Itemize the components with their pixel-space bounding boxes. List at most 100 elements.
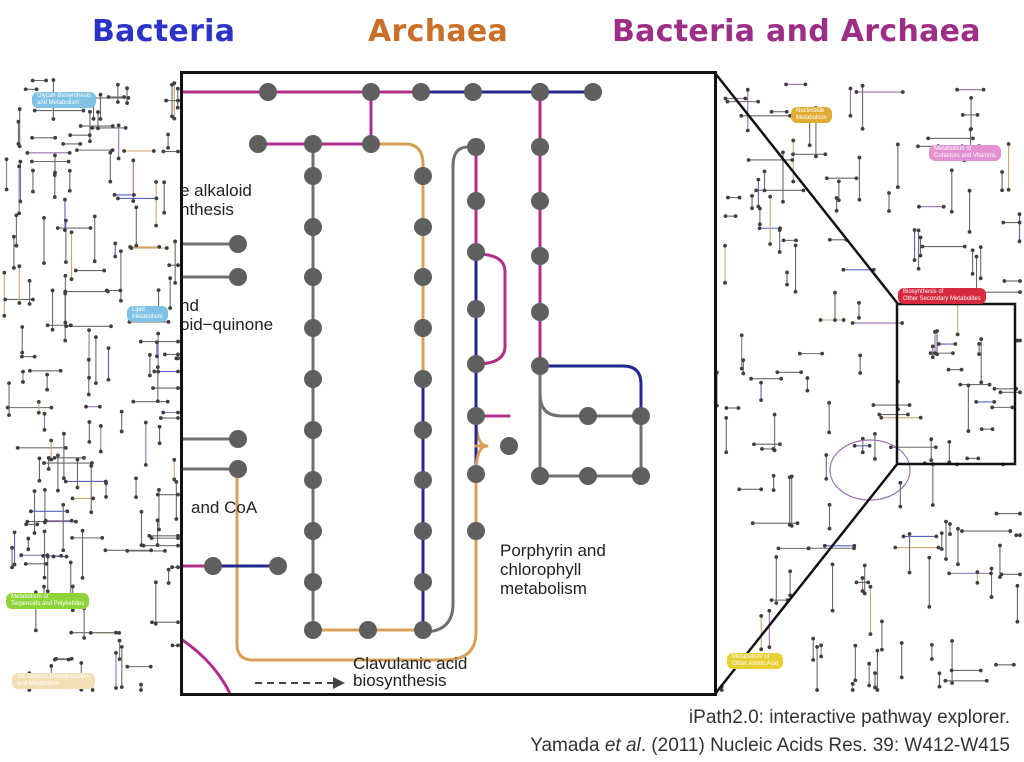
map-node [155, 492, 160, 497]
map-node [70, 608, 75, 613]
map-node [20, 325, 25, 329]
map-node [176, 339, 180, 344]
map-node [134, 243, 139, 248]
pathway-node [467, 138, 485, 156]
map-node [933, 351, 937, 356]
map-node [49, 664, 54, 668]
map-node [172, 457, 177, 462]
map-node [35, 522, 40, 527]
map-node [750, 521, 755, 526]
map-node [750, 193, 754, 198]
map-node [63, 273, 68, 278]
map-node [947, 571, 952, 576]
map-node [898, 480, 903, 485]
map-node [70, 584, 75, 589]
map-node [930, 344, 935, 349]
map-node [854, 90, 859, 94]
map-node [756, 177, 761, 182]
map-node [762, 188, 767, 193]
map-node [1002, 279, 1007, 283]
map-node [719, 688, 724, 692]
map-node [759, 398, 763, 403]
map-node [807, 143, 812, 148]
map-node [759, 614, 764, 618]
legend-archaea: Archaea [368, 14, 509, 49]
map-node [56, 453, 60, 458]
map-node [737, 487, 742, 492]
map-node [21, 380, 25, 384]
pathway-node [414, 621, 432, 639]
map-node [69, 630, 74, 635]
map-node [857, 155, 862, 160]
map-node [791, 138, 796, 143]
pathway-node [531, 83, 549, 101]
map-node [109, 324, 113, 329]
map-node [103, 479, 108, 484]
map-node [106, 95, 111, 99]
map-node [990, 427, 995, 432]
legend-bacteria: Bacteria [92, 14, 236, 49]
map-node [820, 351, 825, 356]
map-node [987, 382, 992, 387]
map-node [857, 197, 862, 202]
map-node [774, 555, 779, 559]
map-node [138, 339, 143, 344]
map-node [125, 101, 129, 105]
map-node [819, 654, 824, 659]
map-node [80, 576, 85, 580]
edge-gray-loop [421, 145, 480, 634]
map-node [833, 318, 837, 323]
map-node [736, 406, 741, 410]
map-node [868, 632, 873, 637]
map-node [162, 352, 167, 357]
map-node [96, 126, 100, 131]
map-node [815, 688, 819, 692]
map-node [87, 375, 91, 380]
map-node [830, 608, 835, 613]
map-node [984, 678, 989, 683]
pathway-node [229, 430, 247, 448]
map-node [858, 371, 863, 375]
map-node [949, 209, 954, 214]
map-node [862, 591, 867, 596]
pathway-node [414, 167, 432, 185]
pathway-node [467, 465, 485, 483]
pathway-node [304, 573, 322, 591]
map-node [52, 173, 57, 178]
map-node [31, 168, 35, 173]
map-node [174, 517, 179, 521]
map-node [787, 522, 792, 527]
map-node [156, 369, 161, 374]
pathway-node [304, 370, 322, 388]
map-node [862, 563, 867, 568]
map-node [977, 352, 982, 357]
map-node [51, 117, 56, 121]
map-node [172, 477, 177, 482]
map-node [860, 83, 865, 88]
map-node [960, 529, 964, 533]
map-node [11, 234, 16, 239]
map-node [42, 575, 47, 580]
map-node [860, 126, 865, 131]
pathway-node [304, 167, 322, 185]
map-node [2, 270, 7, 275]
map-node [860, 576, 865, 580]
map-node [12, 530, 17, 535]
map-node [161, 149, 166, 154]
map-node [52, 195, 57, 199]
map-node [117, 657, 122, 661]
map-node [1018, 511, 1022, 516]
citation-line2: Yamada et al. (2011) Nucleic Acids Res. … [530, 735, 1010, 756]
map-node [992, 400, 997, 404]
map-node [110, 148, 115, 153]
map-node [157, 424, 162, 429]
map-node [139, 682, 143, 687]
map-node [724, 450, 729, 455]
map-node [18, 199, 23, 204]
pathway-node [204, 557, 222, 575]
pathway-node [269, 557, 287, 575]
pathway-node [414, 421, 432, 439]
map-node [978, 276, 983, 281]
map-node [784, 82, 789, 87]
